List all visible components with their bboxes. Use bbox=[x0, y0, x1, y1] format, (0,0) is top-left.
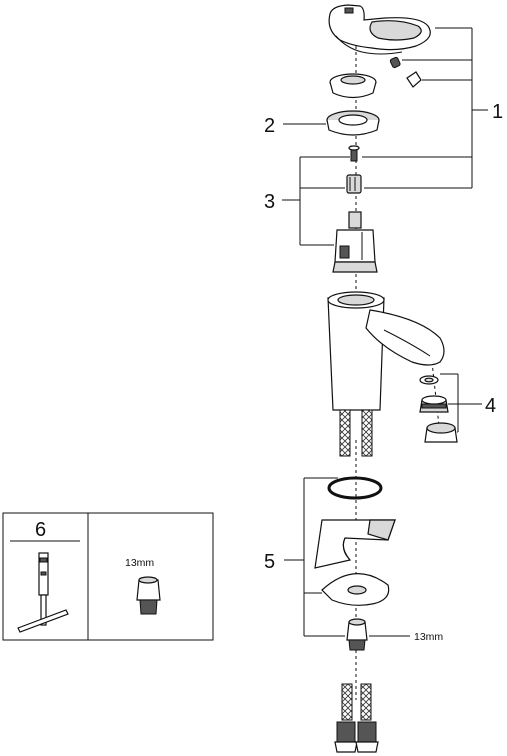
set-screw bbox=[389, 56, 401, 69]
lever-handle bbox=[328, 4, 431, 55]
callout-4: 4 bbox=[485, 395, 496, 417]
aerator-insert bbox=[419, 395, 449, 413]
flexible-hoses-lower bbox=[334, 683, 379, 753]
fixing-nut bbox=[346, 618, 368, 651]
o-ring-seal bbox=[327, 476, 383, 500]
bracket-part-4 bbox=[440, 373, 482, 433]
aerator-housing bbox=[424, 422, 458, 443]
tool-size-label: 13mm bbox=[125, 557, 154, 569]
callout-3: 3 bbox=[264, 191, 275, 213]
fixing-plate bbox=[321, 573, 390, 606]
adapter bbox=[346, 174, 362, 194]
cover-ring bbox=[329, 73, 377, 99]
hex-key-tool bbox=[17, 552, 69, 633]
tool-box bbox=[2, 512, 214, 641]
cartridge bbox=[332, 211, 378, 273]
callout-6: 6 bbox=[35, 519, 46, 541]
aerator-washer bbox=[419, 375, 439, 385]
callout-1: 1 bbox=[492, 101, 503, 123]
tool-nut bbox=[136, 576, 161, 615]
cap-plug bbox=[406, 71, 422, 88]
bracket-part-1 bbox=[362, 27, 488, 189]
callout-2: 2 bbox=[264, 115, 275, 137]
mixer-body bbox=[327, 291, 445, 411]
support-plate bbox=[314, 519, 396, 569]
size-label-13mm: 13mm bbox=[414, 631, 443, 643]
lever-screw bbox=[348, 145, 360, 162]
callout-5: 5 bbox=[264, 551, 275, 573]
bracket-part-3 bbox=[282, 156, 350, 246]
bracket-part-5 bbox=[284, 477, 345, 637]
cartridge-nut bbox=[326, 110, 380, 136]
flexible-hoses-upper bbox=[339, 409, 373, 457]
